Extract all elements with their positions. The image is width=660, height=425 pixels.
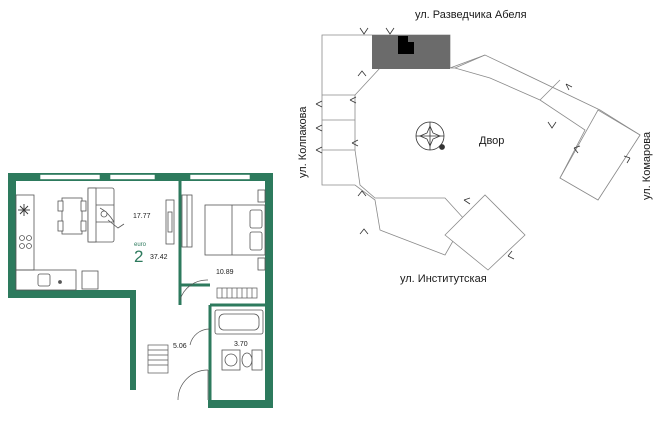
rooms-count: 2 [134, 247, 143, 266]
street-right: ул. Комарова [641, 131, 653, 200]
washing-machine [221, 349, 241, 371]
apartment-type-label: euro [134, 242, 147, 248]
doors [177, 279, 211, 401]
hallway-area: 5.06 [173, 343, 187, 350]
street-top: ул. Разведчика Абеля [415, 9, 527, 21]
windows [39, 174, 251, 180]
compass-icon [415, 121, 445, 151]
bathtub [214, 309, 264, 335]
snowflake-icon [18, 204, 30, 216]
kitchen-counter [15, 194, 77, 291]
entrance-arrows [315, 27, 631, 260]
apartment-plan: 17.77 10.89 5.06 3.70 euro 2 37.42 [8, 173, 273, 408]
radiator [216, 287, 258, 299]
bedroom-area: 10.89 [216, 269, 234, 276]
courtyard-label: Двор [479, 135, 504, 147]
site-plan: Двор ул. Разведчика Абеля ул. Колпакова … [297, 9, 653, 285]
interior-walls [178, 181, 265, 400]
sofa [87, 187, 125, 243]
tv-stand [165, 199, 175, 245]
building-outline [321, 34, 641, 271]
toilet [241, 349, 263, 371]
bathroom-area: 3.70 [234, 341, 248, 348]
total-area: 37.42 [150, 254, 168, 261]
wardrobe [181, 194, 193, 248]
street-bottom: ул. Институтская [400, 273, 487, 285]
apartment-marker [398, 36, 414, 54]
living-kitchen-area: 17.77 [133, 213, 151, 220]
hallway-radiator [147, 344, 169, 374]
street-left: ул. Колпакова [297, 106, 309, 178]
dining-set [57, 197, 87, 235]
bed [204, 189, 266, 271]
kitchen-accessories [58, 270, 99, 290]
